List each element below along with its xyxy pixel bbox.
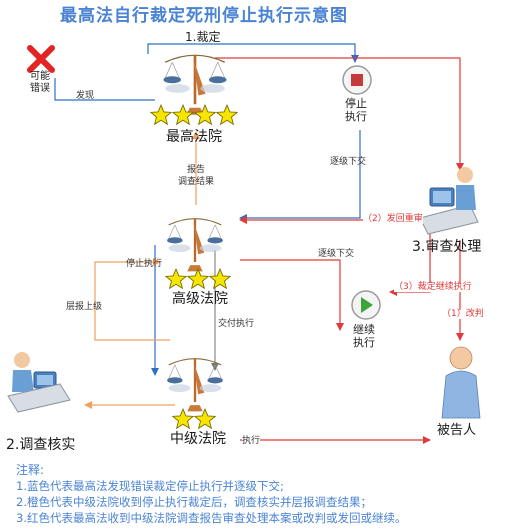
scales-of-justice-icon-supreme [162,53,228,117]
star-icon [150,104,172,125]
scales-of-justice-icon-intermediate [165,357,225,413]
supreme-court-label: 最高法院 [166,129,222,145]
review-label: 3.审查处理 [412,239,482,255]
orange-flows [84,131,200,409]
transmit-down-label-1: 逐级下交 [330,157,367,167]
star-icon [216,104,238,125]
star-icon [165,268,187,289]
ruling-label: 1.裁定 [185,30,221,44]
note-line-2: 2.橙色代表中级法院收到停止执行裁定后，调查核实并层报调查结果； [16,495,372,509]
high-court-stars [165,268,231,289]
ruling-continue-label: （3）裁定继续执行 [394,282,472,292]
diagram-title: 最高法自行裁定死刑停止执行示意图 [60,6,348,26]
stop-execution-label: 停止执行 [345,97,367,123]
blue-flows [54,43,361,376]
report-up-label: 层报上级 [66,302,103,312]
intermediate-court-stars [172,408,216,429]
stop-button-icon [342,65,372,95]
high-court-label: 高级法院 [172,291,228,307]
person-icon-defendant [441,346,481,419]
star-icon [209,268,231,289]
office-worker-icon-investigation [7,352,71,413]
notes-heading: 注释: [16,463,45,477]
amend-judgment-label: （1）改判 [442,309,484,319]
report-label-1: 报告 [187,165,206,175]
intermediate-court-label: 中级法院 [170,431,226,447]
execution-label: 执行 [242,436,261,446]
star-icon [194,408,216,429]
note-line-3: 3.红色代表最高法收到中级法院调查报告审查处理本案或改判或发回或继续。 [16,511,407,525]
discover-label: 发现 [76,91,95,101]
resume-execution-label: 继续执行 [353,323,375,349]
stop-execution-edge-label: 停止执行 [126,259,163,269]
send-back-retrial-label: （2）发回重审 [363,214,423,224]
defendant-label: 被告人 [437,423,477,438]
transmit-down-label-2: 逐级下交 [318,249,355,259]
star-icon [172,408,194,429]
possible-error-label-2: 错误 [30,83,50,94]
office-worker-icon-review [419,167,479,235]
deliver-execution-label: 交付执行 [218,319,255,329]
possible-error-label-1: 可能 [30,71,50,82]
report-label-2: 调查结果 [178,177,215,187]
star-icon [187,268,209,289]
red-x-icon [27,45,55,73]
note-line-1: 1.蓝色代表最高法发现错误裁定停止执行并逐级下交; [16,479,284,493]
play-button-icon [351,290,381,320]
investigation-label: 2.调查核实 [6,437,76,453]
